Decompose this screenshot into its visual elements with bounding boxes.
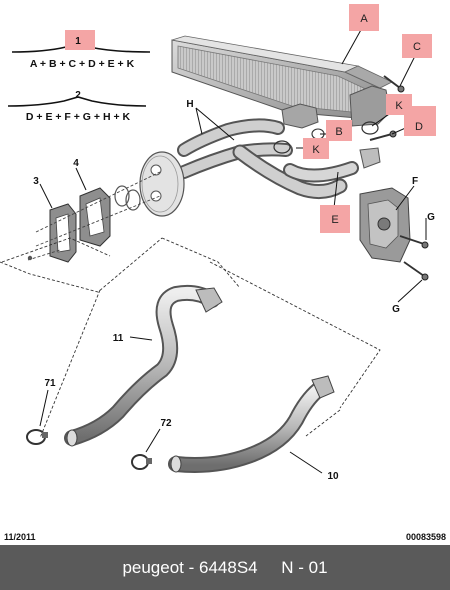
label-f: F [412, 176, 418, 187]
screws-g [399, 235, 429, 281]
group-1-formula: A + B + C + D + E + K [30, 58, 135, 70]
label-k-top: K [395, 100, 403, 112]
assembly-axis-lines [27, 171, 161, 261]
gasket-3 [49, 203, 77, 263]
badge-d-highlight [404, 106, 436, 136]
flange-plate [139, 151, 185, 217]
label-g-upper: G [427, 212, 435, 223]
badge-a-highlight [349, 4, 379, 31]
label-d: D [415, 121, 423, 133]
hose-clamp-72 [131, 454, 152, 470]
coolant-hose-11 [64, 284, 223, 447]
badge-b-highlight [326, 120, 352, 141]
bracket-f [359, 187, 411, 263]
label-11: 11 [113, 333, 124, 344]
caption-separator: - [183, 557, 199, 577]
coolant-hose-10 [168, 375, 335, 473]
label-72: 72 [160, 418, 172, 429]
caption-bar: peugeot - 6448S4 N - 01 [0, 545, 450, 590]
caption-page: N - 01 [281, 557, 328, 577]
screw-d [369, 130, 397, 141]
screw-c [383, 75, 405, 93]
label-4: 4 [73, 158, 79, 169]
label-k-bottom: K [312, 144, 320, 156]
group-1-number: 1 [75, 36, 81, 47]
label-c: C [413, 41, 421, 53]
label-3: 3 [33, 176, 39, 187]
group-2-formula: D + E + F + G + H + K [26, 111, 131, 123]
gasket-4 [79, 187, 111, 247]
label-71: 71 [44, 378, 56, 389]
label-a: A [360, 13, 368, 25]
label-10: 10 [327, 471, 339, 482]
badge-c-highlight [402, 34, 432, 58]
label-h: H [186, 99, 193, 110]
clips-small [114, 185, 141, 211]
group-1-highlight [65, 30, 95, 50]
group-formula-2: 2 D + E + F + G + H + K [7, 90, 147, 123]
dashed-reference-lines [0, 237, 381, 439]
group-formula-1: 1 A + B + C + D + E + K [11, 30, 151, 70]
exploded-parts-diagram: 1 A + B + C + D + E + K 2 D + E + F + G … [0, 4, 436, 482]
hose-clamp-71 [26, 429, 48, 445]
caption-brand: peugeot [122, 557, 184, 577]
heater-core-radiator [171, 35, 393, 129]
label-b: B [335, 126, 342, 138]
badge-e-highlight [320, 205, 350, 233]
group-2-number: 2 [75, 90, 81, 101]
label-e: E [331, 214, 338, 226]
caption-part-number: 6448S4 [199, 557, 258, 577]
footer-date: 11/2011 [4, 532, 36, 542]
label-g-lower: G [392, 304, 400, 315]
badge-k2-highlight [303, 138, 329, 159]
hoses-h [177, 118, 381, 199]
footer-reference: 00083598 [405, 532, 446, 542]
